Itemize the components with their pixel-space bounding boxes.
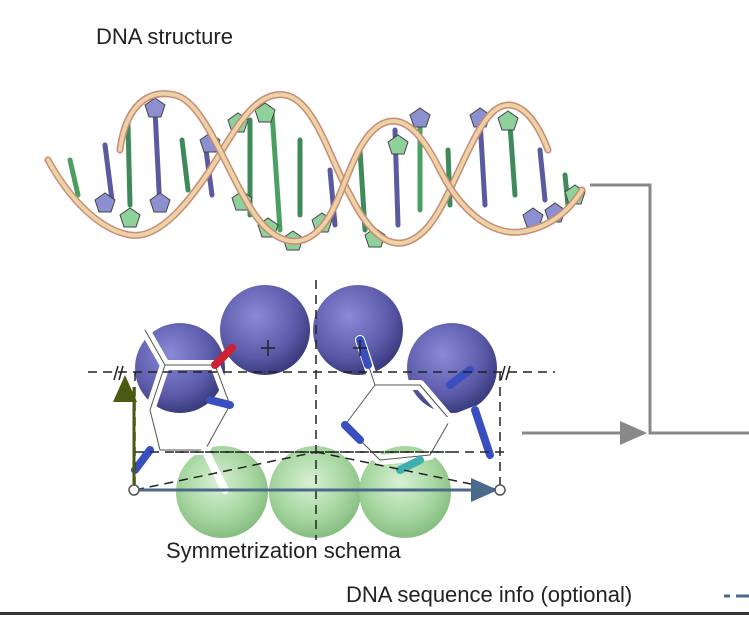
- dna-structure-label: DNA structure: [96, 24, 233, 49]
- dna-connector-line: [590, 183, 749, 435]
- bottom-divider: [0, 612, 749, 615]
- dna-sequence-info-label: DNA sequence info (optional): [346, 582, 633, 607]
- molecular-symmetry-diagram: [88, 280, 555, 540]
- symmetrization-schema-label: Symmetrization schema: [166, 538, 401, 563]
- dna-helix-illustration: [44, 90, 586, 251]
